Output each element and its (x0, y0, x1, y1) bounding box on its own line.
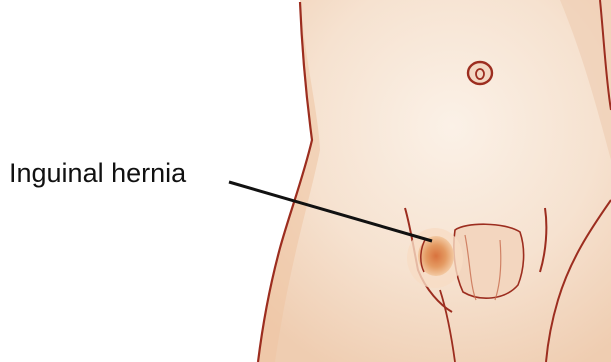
navel (468, 62, 492, 84)
hernia-callout-label: Inguinal hernia (9, 156, 186, 190)
genital-region (454, 224, 524, 298)
